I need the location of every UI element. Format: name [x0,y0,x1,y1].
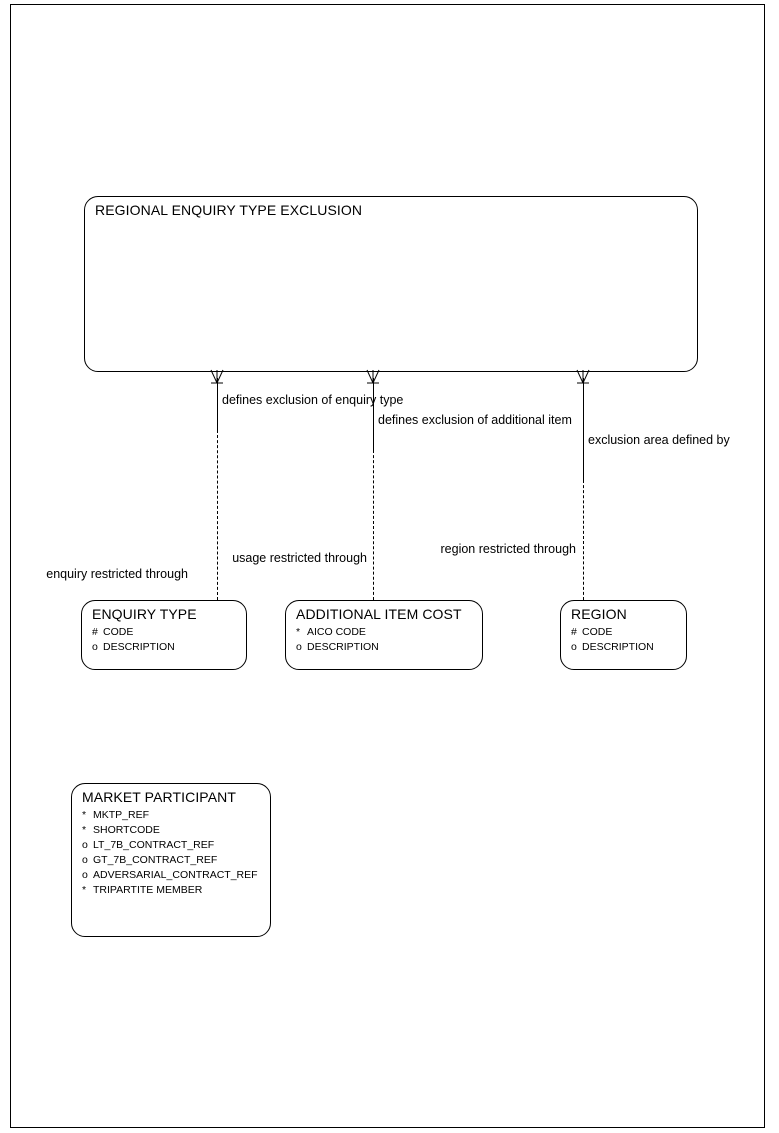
attribute-row: o DESCRIPTION [296,640,379,655]
attribute-marker: o [296,641,302,653]
entity-title: ENQUIRY TYPE [92,606,197,622]
attribute-marker: o [82,839,88,851]
entity-title: MARKET PARTICIPANT [82,789,237,805]
attribute-name: DESCRIPTION [103,641,175,653]
attribute-list: # CODE o DESCRIPTION [92,625,175,655]
attribute-name: CODE [103,626,134,638]
relationship-line-enquiry-type-mandatory [217,378,218,430]
attribute-row: * AICO CODE [296,625,379,640]
attribute-row: * SHORTCODE [82,823,258,838]
attribute-name: DESCRIPTION [307,641,379,653]
relationship-label-defines-exclusion-of-enquiry-type: defines exclusion of enquiry type [222,393,404,407]
relationship-label-exclusion-area-defined-by: exclusion area defined by [588,433,730,447]
attribute-marker: # [92,626,98,638]
attribute-marker: o [571,641,577,653]
attribute-row: # CODE [571,625,654,640]
attribute-name: AICO CODE [307,626,366,638]
attribute-marker: * [82,884,87,896]
attribute-row: o GT_7B_CONTRACT_REF [82,853,258,868]
relationship-line-additional-item-optional [373,450,374,600]
relationship-line-region-mandatory [583,378,584,480]
attribute-row: * TRIPARTITE MEMBER [82,883,258,898]
attribute-row: o LT_7B_CONTRACT_REF [82,838,258,853]
attribute-row: # CODE [92,625,175,640]
attribute-list: * AICO CODE o DESCRIPTION [296,625,379,655]
entity-title: ADDITIONAL ITEM COST [296,606,462,622]
relationship-line-region-optional [583,480,584,600]
attribute-list: # CODE o DESCRIPTION [571,625,654,655]
entity-market-participant[interactable]: MARKET PARTICIPANT * MKTP_REF * SHORTCODE … [71,783,271,937]
entity-additional-item-cost[interactable]: ADDITIONAL ITEM COST * AICO CODE o DESCRIP… [285,600,483,670]
entity-enquiry-type[interactable]: ENQUIRY TYPE # CODE o DESCRIPTION [81,600,247,670]
attribute-name: GT_7B_CONTRACT_REF [93,854,218,866]
attribute-row: o DESCRIPTION [92,640,175,655]
attribute-row: o DESCRIPTION [571,640,654,655]
relationship-line-enquiry-type-optional [217,430,218,600]
relationship-label-region-restricted-through: region restricted through [440,542,577,556]
entity-region[interactable]: REGION # CODE o DESCRIPTION [560,600,687,670]
attribute-marker: o [92,641,98,653]
attribute-name: LT_7B_CONTRACT_REF [93,839,215,851]
relationship-label-usage-restricted-through: usage restricted through [232,551,367,565]
attribute-name: DESCRIPTION [582,641,654,653]
attribute-marker: o [82,854,88,866]
attribute-marker: * [82,824,87,836]
attribute-row: * MKTP_REF [82,808,258,823]
attribute-name: MKTP_REF [93,809,150,821]
attribute-list: * MKTP_REF * SHORTCODE o LT_7B_CONTRACT_REF… [82,808,258,898]
attribute-row: o ADVERSARIAL_CONTRACT_REF [82,868,258,883]
relationship-line-additional-item-mandatory [373,378,374,450]
attribute-marker: * [296,626,301,638]
attribute-name: TRIPARTITE MEMBER [93,884,203,896]
relationship-label-defines-exclusion-of-additional-item: defines exclusion of additional item [378,413,572,427]
entity-title: REGIONAL ENQUIRY TYPE EXCLUSION [95,202,363,218]
attribute-name: SHORTCODE [93,824,160,836]
attribute-name: CODE [582,626,613,638]
attribute-name: ADVERSARIAL_CONTRACT_REF [93,869,258,881]
entity-title: REGION [571,606,627,622]
page-border [10,4,765,1128]
relationship-label-enquiry-restricted-through: enquiry restricted through [46,567,188,581]
attribute-marker: # [571,626,577,638]
attribute-marker: o [82,869,88,881]
attribute-marker: * [82,809,87,821]
entity-regional-enquiry-type-exclusion[interactable]: REGIONAL ENQUIRY TYPE EXCLUSION [84,196,698,372]
